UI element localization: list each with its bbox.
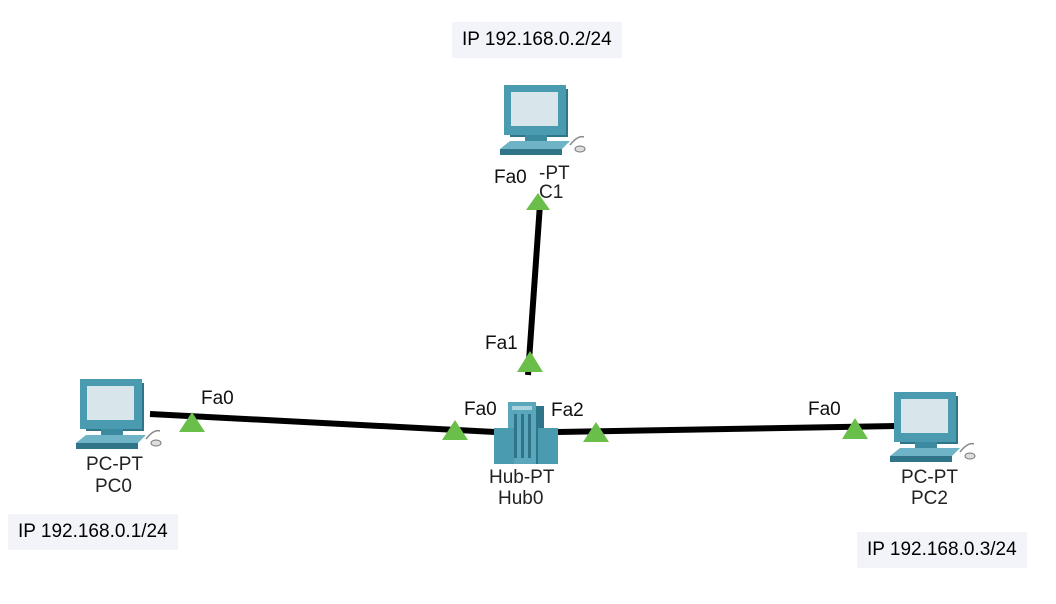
pc-icon[interactable] — [76, 379, 162, 449]
port-label: Fa2 — [551, 400, 584, 421]
ip-note-pc2[interactable]: IP 192.168.0.3/24 — [857, 532, 1027, 568]
device-name-label: C1 — [539, 182, 563, 203]
device-name-label: PC0 — [95, 476, 132, 497]
device-type-label: -PT — [539, 163, 570, 184]
link-status-pc0-fa0 — [179, 412, 205, 432]
link-status-hub-fa2 — [583, 422, 609, 442]
pc-icon[interactable] — [500, 85, 586, 155]
link-hub-pc1[interactable] — [525, 203, 543, 376]
ip-note-pc0[interactable]: IP 192.168.0.1/24 — [8, 514, 178, 550]
hub-icon[interactable] — [494, 402, 558, 464]
ip-note-pc1[interactable]: IP 192.168.0.2/24 — [452, 22, 622, 58]
port-label: Fa0 — [464, 399, 497, 420]
link-status-hub-fa1 — [517, 351, 543, 372]
port-label: Fa0 — [808, 399, 841, 420]
device-name-label: Hub0 — [498, 488, 543, 509]
link-hub-pc2[interactable] — [557, 423, 896, 435]
device-type-label: PC-PT — [901, 467, 958, 488]
link-status-pc1-fa0 — [526, 193, 550, 210]
link-status-pc2-fa0 — [842, 418, 868, 439]
port-label: Fa0 — [201, 388, 234, 409]
port-label: Fa1 — [485, 333, 518, 354]
pc-icon[interactable] — [890, 392, 976, 462]
link-status-hub-fa0 — [442, 420, 468, 440]
link-pc0-hub[interactable] — [149, 411, 496, 435]
port-label: Fa0 — [494, 167, 527, 188]
device-type-label: Hub-PT — [489, 467, 555, 488]
device-name-label: PC2 — [911, 488, 948, 509]
device-type-label: PC-PT — [86, 454, 143, 475]
